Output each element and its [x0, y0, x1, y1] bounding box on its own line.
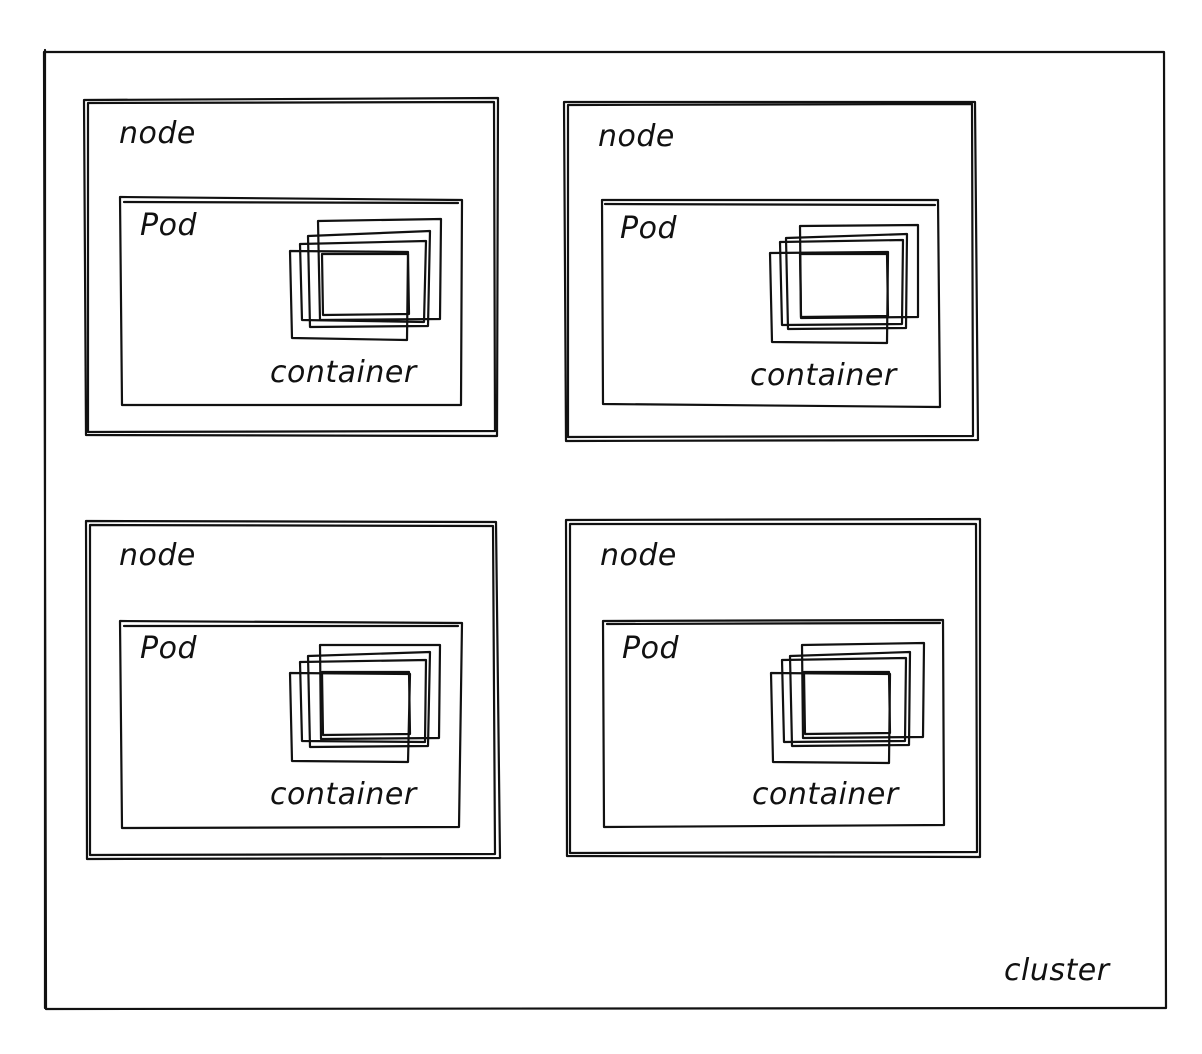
container-box	[780, 656, 908, 744]
pod-border	[118, 195, 464, 407]
container-label: container	[270, 777, 418, 812]
container-label: container	[270, 355, 418, 390]
container-box	[306, 229, 432, 329]
container-box	[778, 238, 905, 327]
container-stack	[769, 641, 926, 765]
pod-border	[118, 619, 464, 830]
pod: Pod container	[118, 195, 464, 407]
container-box	[320, 252, 411, 317]
node-label: node	[598, 119, 675, 154]
container-box	[318, 643, 442, 741]
node-label: node	[600, 538, 677, 573]
container-box	[306, 650, 432, 749]
pod-border	[600, 198, 942, 409]
pod-label: Pod	[140, 208, 197, 243]
pod-label: Pod	[622, 631, 679, 666]
node-label: node	[119, 538, 196, 573]
pod: Pod container	[601, 618, 946, 829]
container-box	[798, 252, 890, 319]
container-box	[298, 239, 428, 324]
pod: Pod container	[118, 619, 464, 830]
container-label: container	[750, 358, 898, 393]
container-box	[802, 670, 892, 736]
container-stack	[288, 643, 442, 764]
container-box	[316, 217, 443, 322]
container-box	[320, 670, 412, 737]
node-4: node Pod container	[564, 517, 982, 859]
container-box	[768, 250, 890, 345]
cluster-border	[42, 48, 1168, 1011]
container-box	[800, 641, 926, 740]
container-box	[769, 671, 892, 765]
node-border	[562, 100, 980, 443]
node-border	[84, 519, 502, 861]
container-box	[788, 650, 912, 748]
pod-label: Pod	[140, 631, 197, 666]
cluster-label: cluster	[1004, 953, 1111, 988]
container-stack	[768, 223, 920, 345]
node-2: node Pod container	[562, 100, 980, 443]
container-box	[288, 249, 410, 342]
node-border	[82, 96, 500, 438]
node-3: node Pod container	[84, 519, 502, 861]
pod-label: Pod	[620, 211, 677, 246]
container-box	[288, 671, 412, 764]
pod: Pod container	[600, 198, 942, 409]
container-stack	[288, 217, 443, 342]
container-box	[298, 658, 428, 744]
container-label: container	[752, 777, 900, 812]
container-box	[784, 232, 909, 331]
node-1: node Pod container	[82, 96, 500, 438]
node-label: node	[119, 116, 196, 151]
cluster: cluster	[42, 48, 1168, 1011]
node-border	[564, 517, 982, 859]
pod-border	[601, 618, 946, 829]
